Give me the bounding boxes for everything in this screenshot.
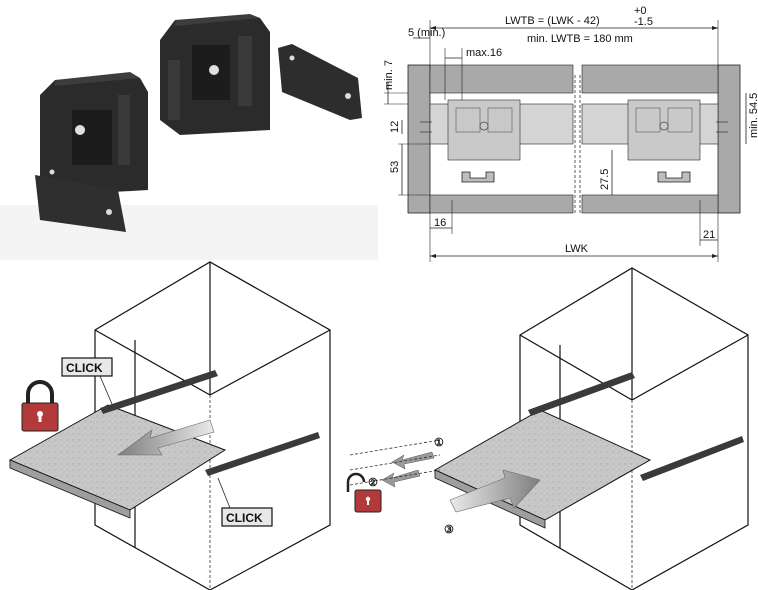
- dim-lwk: LWK: [565, 243, 589, 255]
- locking-bracket-right: [278, 44, 362, 120]
- step-3-label: ③: [444, 524, 454, 536]
- product-photo: [0, 0, 378, 262]
- side-panel-left: [407, 64, 431, 214]
- dim-16: 16: [434, 217, 446, 229]
- dim-5-min: 5 (min.): [408, 27, 445, 39]
- dim-max16: max.16: [466, 47, 502, 59]
- push-in-arrow: [449, 469, 541, 513]
- dim-12: 12: [389, 121, 401, 133]
- formula-lwtb: LWTB = (LWK - 42): [505, 15, 600, 27]
- tolerance-minus: -1.5: [634, 16, 653, 28]
- click-label-bottom: CLICK: [226, 511, 263, 525]
- cabinet-illustration-left: CLICK CLICK: [8, 261, 331, 590]
- lock-detail-right: [627, 99, 701, 183]
- step-1-arrow: [391, 451, 435, 470]
- step-1-label: ①: [434, 437, 444, 449]
- dim-21: 21: [703, 229, 715, 241]
- lock-open-icon: [346, 472, 382, 513]
- dim-min7: min. 7: [383, 60, 395, 90]
- lock-closed-icon: [21, 380, 59, 432]
- locking-device-left: [35, 72, 148, 232]
- min-lwtb: min. LWTB = 180 mm: [527, 33, 633, 45]
- step-2-arrow: [381, 469, 421, 488]
- locking-device-middle: [160, 14, 270, 135]
- technical-drawing: LWTB = (LWK - 42) +0 -1.5 min. LWTB = 18…: [383, 5, 758, 262]
- lock-detail-left: [447, 99, 521, 183]
- cabinet-illustration-right: ① ② ③: [346, 267, 749, 590]
- step-2-label: ②: [368, 477, 378, 489]
- pull-out-arrow: [117, 419, 215, 456]
- side-panel-right: [717, 64, 741, 214]
- tolerance-plus: +0: [634, 5, 647, 17]
- click-label-top: CLICK: [66, 361, 103, 375]
- dim-27-5: 27.5: [599, 169, 611, 190]
- dim-53: 53: [389, 161, 401, 173]
- dim-min54-5: min. 54.5: [748, 93, 758, 138]
